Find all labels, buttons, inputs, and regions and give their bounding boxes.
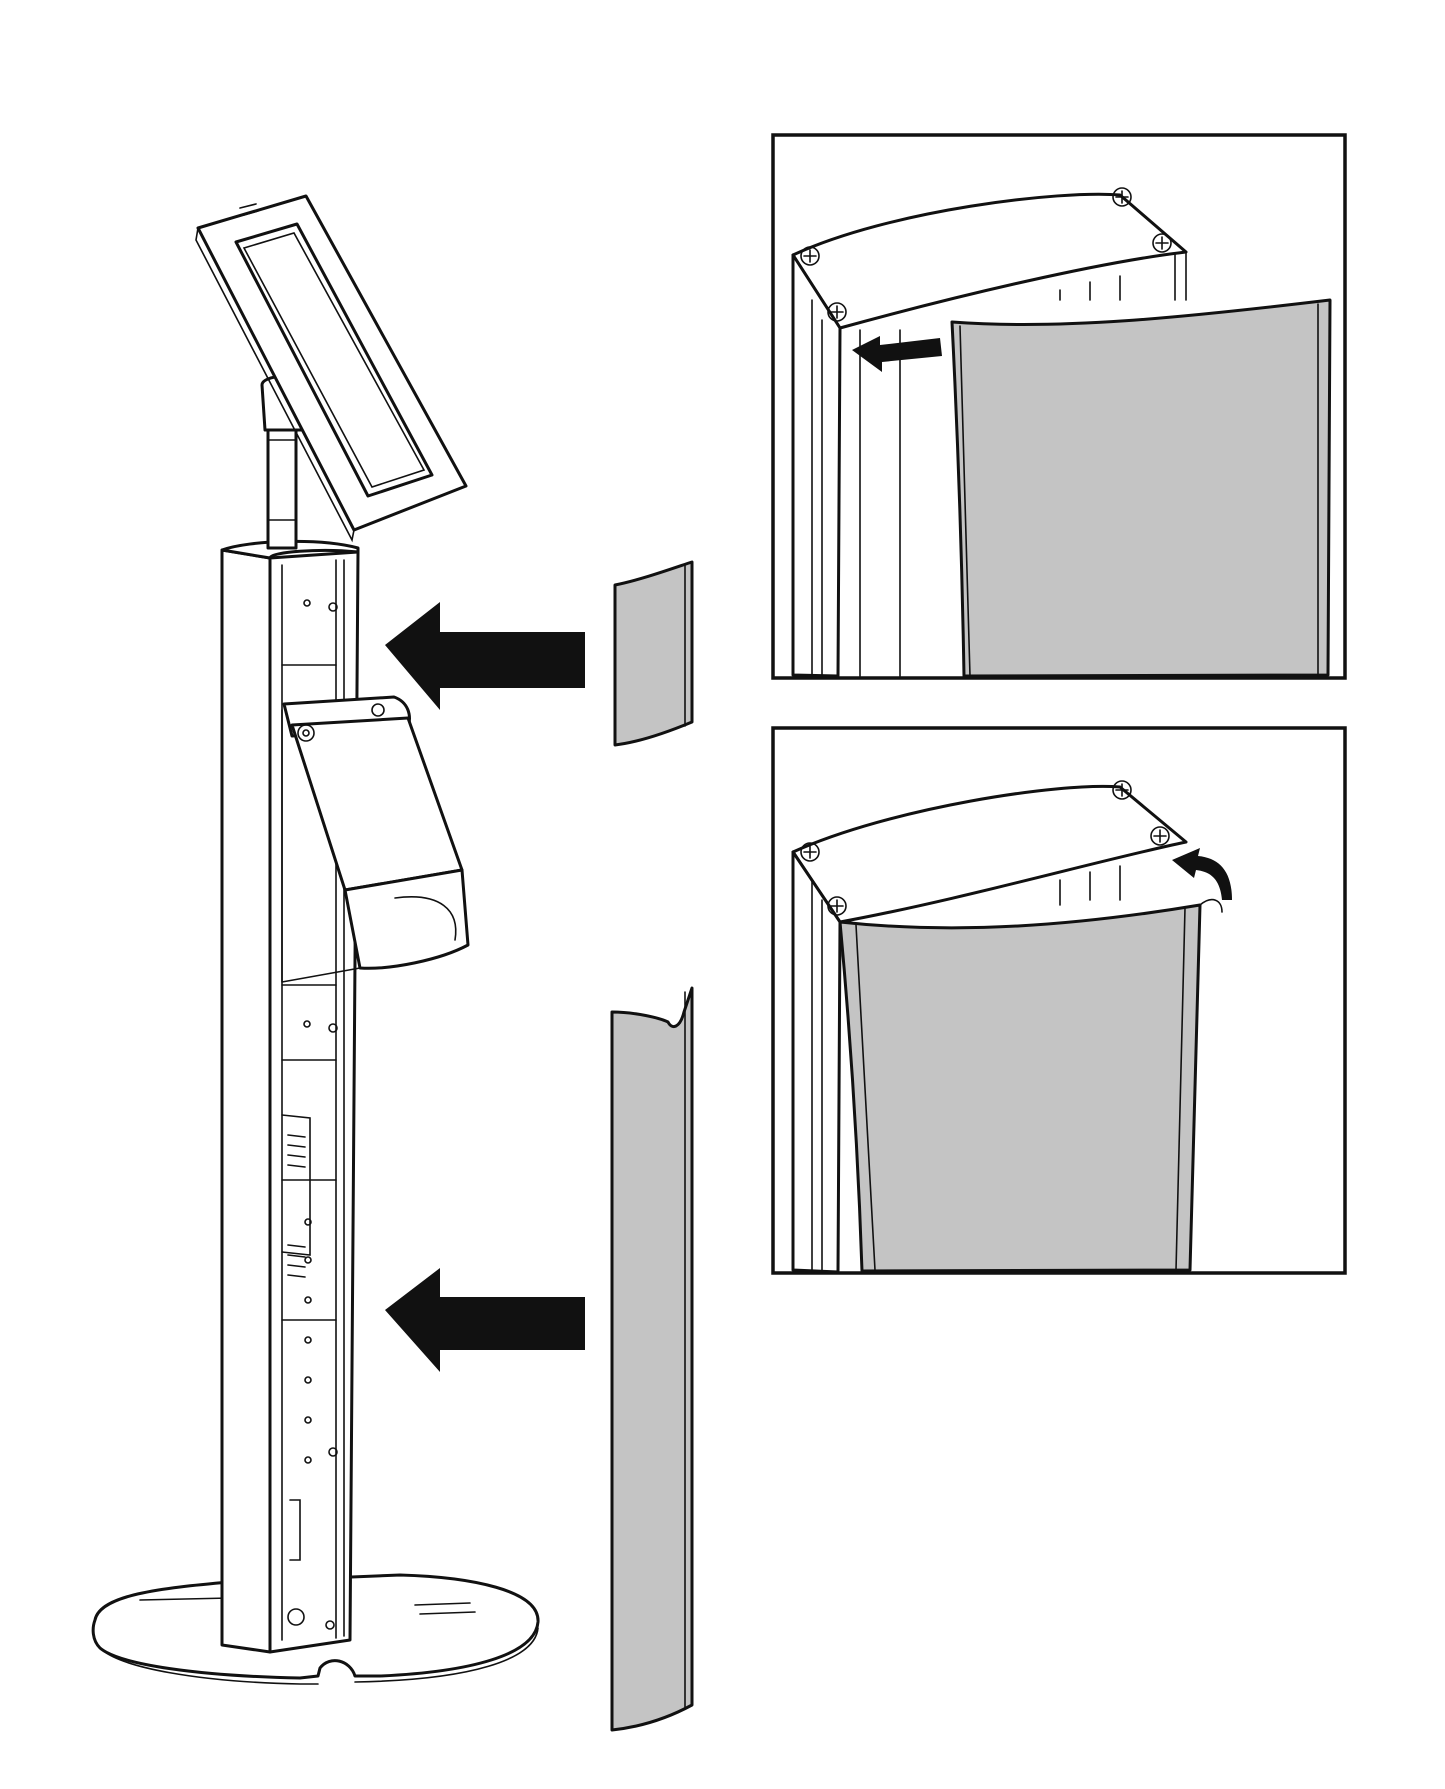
- insert-arrow-upper: [385, 602, 585, 710]
- cover-panel-lower: [610, 986, 694, 1732]
- cover-panel-upper: [613, 560, 694, 747]
- tablet-enclosure: [195, 194, 468, 543]
- screw-icon: [800, 780, 1170, 916]
- card-reader-bracket: [281, 695, 470, 983]
- detail-panel-rotate: [771, 726, 1347, 1275]
- screw-icon: [800, 187, 1172, 322]
- arrow-left-icon: [385, 1268, 585, 1372]
- detail-panel-slide: [771, 133, 1347, 680]
- curved-arrow-icon: [1172, 848, 1232, 900]
- kiosk-stand: [91, 194, 540, 1685]
- insert-arrow-lower: [385, 1268, 585, 1372]
- arrow-left-icon: [852, 336, 942, 372]
- arrow-left-icon: [385, 602, 585, 710]
